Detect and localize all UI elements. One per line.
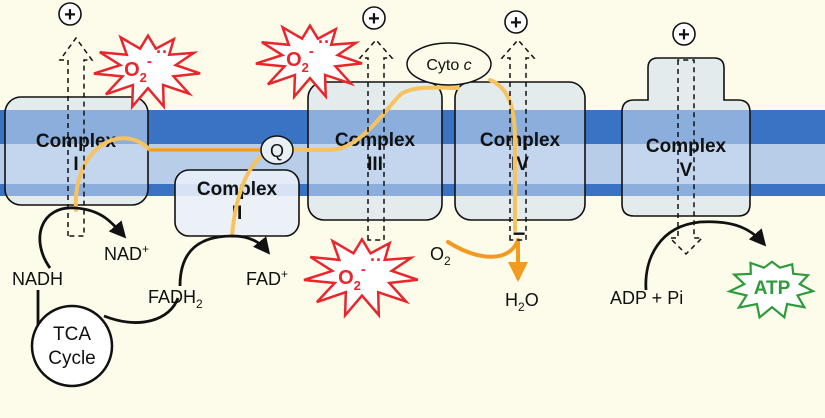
svg-text:FAD+: FAD+ xyxy=(246,267,288,289)
complex-i: Complex I xyxy=(4,96,149,206)
cyto-prefix: Cyto xyxy=(426,57,463,74)
tca-line2: Cycle xyxy=(48,348,96,369)
complex-v-label-line1: Complex xyxy=(646,136,727,157)
atp-synthesis-arrow xyxy=(644,220,767,291)
h2o-o: O xyxy=(525,290,539,310)
o2-label-sub: 2 xyxy=(444,254,451,268)
proton-iii-symbol: + xyxy=(368,8,380,30)
fad-plus: + xyxy=(281,267,288,281)
complex-iv-label-line1: Complex xyxy=(480,130,561,151)
cyto-italic-c: c xyxy=(464,57,472,74)
svg-text:O2-: O2- xyxy=(124,53,152,85)
minus-sign-iv: − xyxy=(513,221,526,246)
complex-iii: Complex III xyxy=(307,81,443,221)
fadh-label: FADH xyxy=(148,287,196,307)
svg-text:Cyto c: Cyto c xyxy=(426,57,471,74)
complex-ii-label-line1: Complex xyxy=(197,179,278,200)
cytochrome-c: Cyto c xyxy=(406,42,492,86)
complex-iii-label-line2: III xyxy=(367,154,383,175)
fad-label: FAD xyxy=(246,269,281,289)
atp-label: ATP xyxy=(754,278,791,299)
fadh2-arrow xyxy=(178,234,271,287)
o2-sup: - xyxy=(147,53,152,70)
tca-line1: TCA xyxy=(53,324,91,345)
complex-iv: Complex IV xyxy=(454,81,586,221)
complex-v: Complex V xyxy=(621,57,751,217)
o2-sup: - xyxy=(361,261,366,278)
svg-text:O2-: O2- xyxy=(338,261,366,293)
tca-cycle: TCA Cycle xyxy=(30,304,114,388)
nad-label: NAD xyxy=(104,244,142,264)
adp-pi-label: ADP + Pi xyxy=(610,288,683,308)
proton-channel-iii xyxy=(358,38,394,241)
ubiquinone-q: Q xyxy=(260,135,294,165)
superoxide-burst-2: O2- ·· xyxy=(255,23,363,101)
h2o-h: H xyxy=(505,290,518,310)
nadh-arrow xyxy=(38,206,127,269)
atp-burst: ATP xyxy=(726,260,816,320)
svg-text:O2: O2 xyxy=(430,244,451,268)
complex-ii-label-line2: II xyxy=(232,203,243,224)
o2-base: O xyxy=(286,49,302,71)
o2-sup: - xyxy=(309,43,314,60)
complex-i-label-line1: Complex xyxy=(36,131,117,152)
fadh-sub: 2 xyxy=(196,297,203,311)
svg-text:FADH2: FADH2 xyxy=(148,287,203,311)
o2-sub: 2 xyxy=(140,70,147,85)
radical-dots: ·· xyxy=(318,32,330,52)
complex-v-label-line2: V xyxy=(680,160,693,181)
o2-sub: 2 xyxy=(302,60,309,75)
superoxide-burst-1: O2- ·· xyxy=(93,33,201,111)
proton-i: + xyxy=(58,2,82,26)
burst-star xyxy=(255,23,363,101)
proton-channel-iv xyxy=(500,38,536,241)
proton-i-symbol: + xyxy=(64,4,76,26)
proton-v-symbol: + xyxy=(678,24,690,46)
nad-plus: + xyxy=(142,242,149,256)
electron-path xyxy=(73,78,528,282)
proton-v: + xyxy=(672,22,696,46)
complex-i-label-line2: I xyxy=(73,154,78,175)
complex-iii-label-line1: Complex xyxy=(335,130,416,151)
o2-base: O xyxy=(338,267,354,289)
proton-iv-symbol: + xyxy=(510,12,522,34)
nadh-label: NADH xyxy=(12,269,63,289)
proton-channel-v xyxy=(668,59,704,256)
superoxide-burst-3: O2- ·· xyxy=(303,237,419,319)
q-label: Q xyxy=(270,141,284,161)
svg-text:NAD+: NAD+ xyxy=(104,242,149,264)
o2-label: O xyxy=(430,244,444,264)
h2o-sub: 2 xyxy=(518,300,525,314)
atp-star xyxy=(726,260,816,320)
radical-dots: ·· xyxy=(370,250,382,270)
burst-star xyxy=(303,237,419,319)
radical-dots: ·· xyxy=(156,42,168,62)
proton-iv: + xyxy=(504,10,528,34)
svg-text:O2-: O2- xyxy=(286,43,314,75)
svg-text:H2O: H2O xyxy=(505,290,539,314)
o2-sub: 2 xyxy=(354,278,361,293)
burst-star xyxy=(93,33,201,111)
proton-iii: + xyxy=(362,6,386,30)
o2-base: O xyxy=(124,59,140,81)
